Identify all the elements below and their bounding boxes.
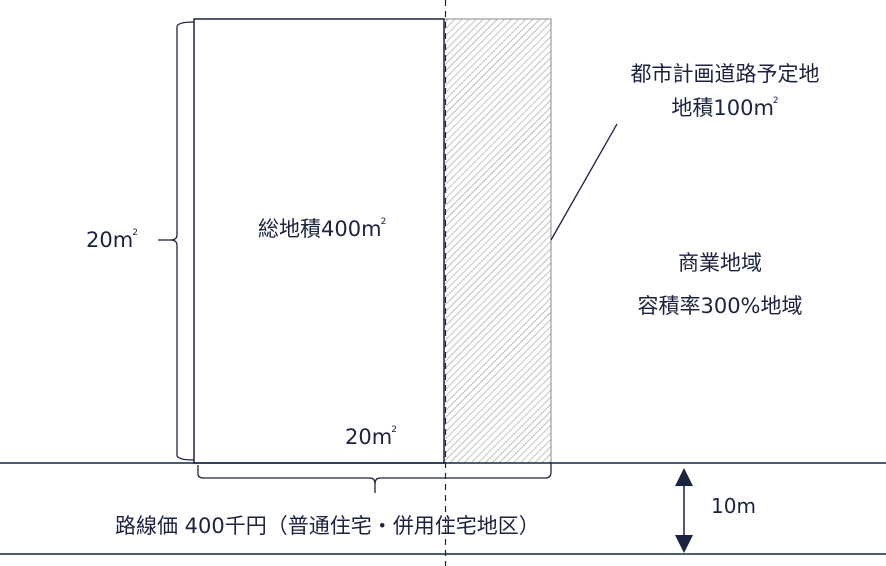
zoning-district-text: 商業地域: [678, 251, 762, 275]
planned-road-area-unit-sup: 2: [772, 96, 779, 106]
total-area-value: 総地積400: [258, 217, 362, 241]
planned-road-area: [443, 18, 552, 464]
total-area-unit-sup: 2: [380, 217, 387, 227]
frontage-brace: [197, 463, 552, 485]
total-area-unit: m: [361, 217, 382, 241]
planned-road-title-text: 都市計画道路予定地: [630, 62, 820, 86]
arrow-down-icon: [675, 535, 693, 553]
frontage-unit-sup: 2: [391, 425, 397, 435]
planned-road-area-unit: m: [753, 96, 774, 120]
planned-road-title: 都市計画道路予定地: [597, 64, 853, 85]
zoning-line-2: 容積率300%地域: [590, 296, 850, 317]
road-width-label: 10m: [711, 496, 756, 516]
depth-brace: [169, 21, 195, 461]
main-lot-rectangle: [193, 18, 445, 464]
depth-unit-sup: 2: [132, 228, 138, 238]
floor-area-ratio-text: 容積率300%地域: [637, 294, 803, 318]
depth-label: 20m2: [86, 228, 138, 252]
planned-road-area-value: 地積100: [671, 96, 754, 120]
leader-line: [550, 123, 618, 241]
zoning-line-1: 商業地域: [590, 253, 850, 274]
depth-value: 20m: [86, 228, 134, 252]
total-area-label: 総地積400m2: [258, 217, 387, 241]
frontage-value: 20m: [345, 425, 393, 449]
frontage-label: 20m2: [345, 425, 397, 449]
road-width-value: 10m: [711, 494, 756, 518]
planned-road-area-label: 地積100m2: [597, 96, 853, 120]
route-price-text: 路線価 400千円（普通住宅・併用住宅地区）: [115, 514, 540, 538]
arrow-up-icon: [675, 468, 693, 486]
route-price-label: 路線価 400千円（普通住宅・併用住宅地区）: [115, 516, 540, 537]
